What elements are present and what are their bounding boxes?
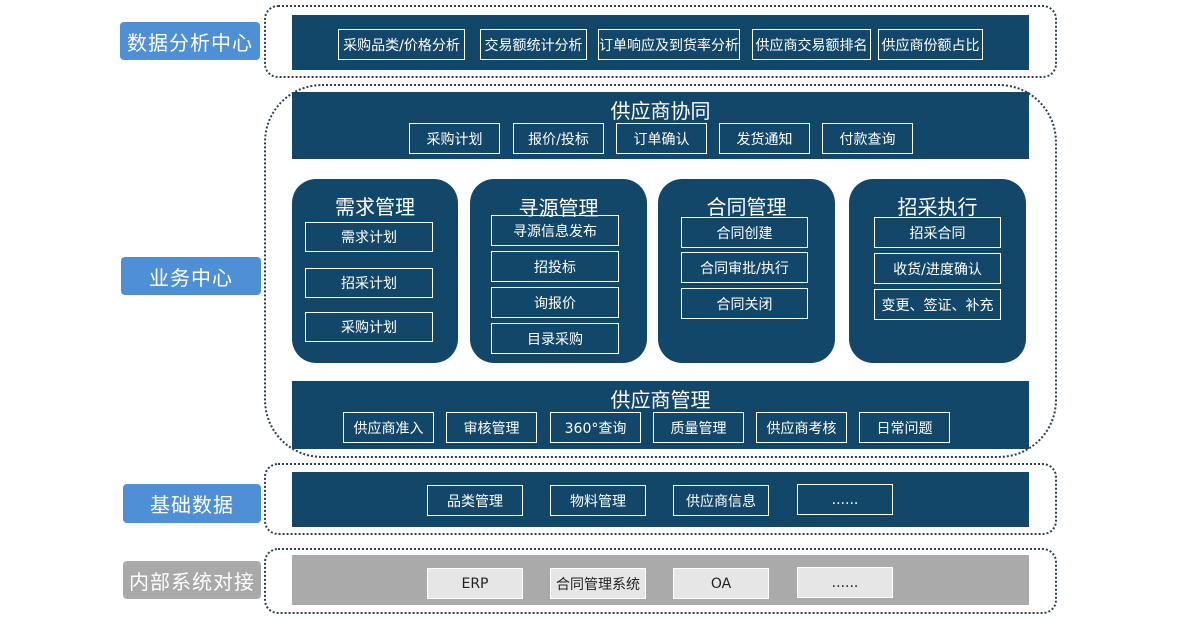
basic-data-item[interactable]: ...... <box>797 484 893 515</box>
collab-item[interactable]: 报价/投标 <box>513 123 604 154</box>
supplier-mgmt-item[interactable]: 供应商准入 <box>343 412 434 443</box>
card-item[interactable]: 采购计划 <box>305 312 433 342</box>
card-title: 招采执行 <box>897 195 978 219</box>
analysis-item[interactable]: 订单响应及到货率分析 <box>598 29 740 60</box>
collab-item[interactable]: 付款查询 <box>822 123 913 154</box>
sidebar-label-analysis: 数据分析中心 <box>120 22 260 60</box>
card-item[interactable]: 寻源信息发布 <box>491 215 619 246</box>
card-title: 合同管理 <box>706 195 787 219</box>
collab-band <box>292 92 1029 159</box>
collab-item[interactable]: 订单确认 <box>616 123 707 154</box>
card-item[interactable]: 目录采购 <box>491 323 619 354</box>
supplier-mgmt-band <box>292 381 1029 449</box>
analysis-item[interactable]: 交易额统计分析 <box>480 29 587 60</box>
card-item[interactable]: 招采计划 <box>305 268 433 298</box>
basic-data-item[interactable]: 物料管理 <box>550 485 646 516</box>
internal-system-item[interactable]: ERP <box>427 568 523 599</box>
analysis-item[interactable]: 供应商份额占比 <box>878 29 983 60</box>
card-item[interactable]: 合同关闭 <box>681 288 808 319</box>
card-sourcing-management <box>470 179 647 363</box>
analysis-band <box>292 15 1029 70</box>
card-item[interactable]: 招投标 <box>491 251 619 282</box>
internal-systems-band <box>292 555 1029 605</box>
basic-data-item[interactable]: 供应商信息 <box>673 485 769 516</box>
supplier-mgmt-item[interactable]: 360°查询 <box>550 412 641 443</box>
internal-system-item[interactable]: 合同管理系统 <box>550 568 646 599</box>
collab-item[interactable]: 发货通知 <box>719 123 810 154</box>
analysis-item[interactable]: 供应商交易额排名 <box>752 29 871 60</box>
section-frame-analysis <box>264 5 1057 78</box>
basic-data-band <box>292 472 1029 527</box>
card-item[interactable]: 招采合同 <box>874 217 1001 248</box>
sidebar-label-business: 业务中心 <box>121 257 261 295</box>
card-title: 需求管理 <box>335 195 415 219</box>
supplier-mgmt-item[interactable]: 审核管理 <box>446 412 537 443</box>
sidebar-label-basic-data: 基础数据 <box>123 484 261 523</box>
card-item[interactable]: 合同审批/执行 <box>681 252 808 283</box>
card-item[interactable]: 收货/进度确认 <box>874 253 1001 284</box>
card-procurement-execution <box>849 179 1026 363</box>
card-item[interactable]: 询报价 <box>491 287 619 318</box>
supplier-mgmt-title: 供应商管理 <box>610 388 711 412</box>
collab-item[interactable]: 采购计划 <box>409 123 500 154</box>
card-contract-management <box>658 179 835 363</box>
supplier-mgmt-item[interactable]: 质量管理 <box>653 412 744 443</box>
sidebar-label-internal-systems: 内部系统对接 <box>123 561 261 599</box>
supplier-mgmt-item[interactable]: 供应商考核 <box>756 412 847 443</box>
card-item[interactable]: 需求计划 <box>305 222 433 252</box>
section-frame-business <box>264 84 1057 458</box>
basic-data-item[interactable]: 品类管理 <box>427 485 523 516</box>
card-item[interactable]: 变更、签证、补充 <box>874 289 1001 320</box>
internal-system-item[interactable]: ...... <box>797 567 893 598</box>
collab-title: 供应商协同 <box>610 99 711 123</box>
card-demand-management <box>292 179 458 363</box>
analysis-item[interactable]: 采购品类/价格分析 <box>338 29 465 60</box>
section-frame-basic-data <box>264 463 1057 535</box>
card-item[interactable]: 合同创建 <box>681 217 808 248</box>
supplier-mgmt-item[interactable]: 日常问题 <box>859 412 950 443</box>
section-frame-internal-systems <box>264 548 1057 614</box>
card-title: 寻源管理 <box>518 196 599 220</box>
internal-system-item[interactable]: OA <box>673 568 769 599</box>
